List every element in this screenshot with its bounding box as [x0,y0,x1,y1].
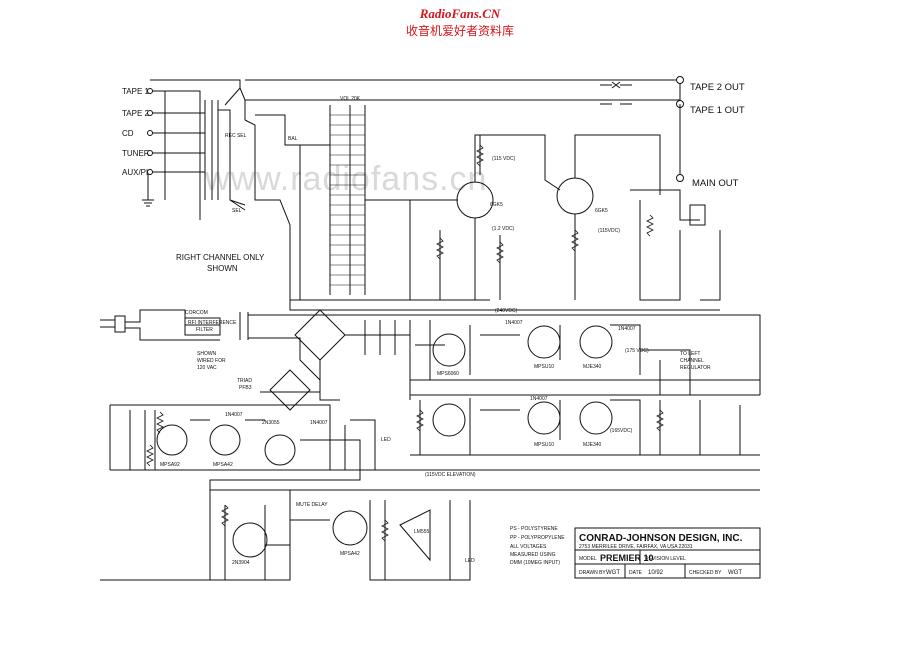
shown-wired-line3: 120 VAC [197,365,217,371]
voltage-b-plus: (175 VDC) [625,348,649,354]
mute-delay-label: MUTE DELAY [296,502,328,508]
tube1-label: 6GK5 [490,202,503,208]
note-voltages: ALL VOLTAGES [510,544,547,550]
resistor-symbol-10 [656,409,664,432]
model-label: MODEL [579,556,597,562]
rec-sel-label: REC SEL [225,133,247,139]
voltage-elevation: (115VDC ELEVATION) [425,472,476,478]
sel-label: SEL [232,208,242,214]
diode-1n4007-c: 1N4007 [225,412,243,418]
diode-1n4007-d: 1N4007 [310,420,328,426]
revision-label: REVISION LEVEL [645,556,686,562]
shown-wired-line2: WIRED FOR [197,358,226,364]
notes: PS - POLYSTYRENE PP - POLYPROPYLENE ALL … [510,526,565,566]
company-name: CONRAD-JOHNSON DESIGN, INC. [579,533,743,544]
note-dmm: DMM (10MEG INPUT) [510,560,560,566]
transistor-2n3055: 2N3055 [262,420,280,426]
transistor-2n3904: 2N3904 [232,560,250,566]
vol-label: VOL 20K [340,96,361,102]
site-header[interactable]: RadioFans.CN [419,6,501,21]
line-filter-line2: RFI INTERFERENCE [188,320,237,326]
input-jack-3 [147,150,153,156]
resistor-symbol-0 [476,144,484,167]
date-label: DATE [629,570,643,576]
output-main-label: MAIN OUT [692,178,739,189]
ic-lm555: LM555 [414,529,430,535]
resistor-symbol-2 [436,237,444,260]
input-label-3: TUNER [122,149,150,158]
note-pp: PP - POLYPROPYLENE [510,535,565,541]
diode-1n4007-b: 1N4007 [618,326,636,332]
diode-1n4007-a: 1N4007 [505,320,523,326]
input-jack-0 [147,88,153,94]
led-label-1: LED [381,437,391,443]
resistor-symbol-9 [416,409,424,432]
transistor-mpsa92: MPSA92 [160,462,180,468]
drawn-label: DRAWN BY [579,570,606,576]
watermark: www.radiofans.cn [204,160,487,198]
to-left-line2: CHANNEL [680,358,704,364]
to-left-line1: TO LEFT [680,351,700,357]
to-left-line3: REGULATOR [680,365,711,371]
input-jack-4 [147,169,153,175]
transistor-mpsa42: MPSA42 [213,462,233,468]
input-label-2: CD [122,129,134,138]
site-subtitle: 收音机爱好者资料库 [405,24,514,38]
bal-label: BAL [288,136,298,142]
diode-1n4007-e: 1N4007 [530,396,548,402]
line-filter-line3: FILTER [196,327,213,333]
input-labels: TAPE 1 TAPE 2 CD TUNER AUX/PH [122,87,153,177]
resistor-symbol-7 [221,504,229,527]
voltage-165: (165VDC) [610,428,633,434]
transistor-mpsu10-a: MPSU10 [534,364,554,370]
checked-label: CHECKED BY [689,570,722,576]
transistor-mpsu10-b: MPSU10 [534,442,554,448]
channel-note-line2: SHOWN [207,264,238,273]
transistor-mje340-b: MJE340 [583,442,602,448]
tube2-label: 6GK5 [595,208,608,214]
transistor-mps6060: MPS6060 [437,371,459,377]
transistor-mpsa42-b: MPSA42 [340,551,360,557]
input-jack-2 [147,130,153,136]
line-filter-line1: CORCOM [185,310,208,316]
transistor-mje340-a: MJE340 [583,364,602,370]
resistor-symbol-8 [381,519,389,542]
shown-wired-line1: SHOWN [197,351,217,357]
company-address: 2753 MERRILEE DRIVE, FAIRFAX, VA USA 220… [579,544,693,550]
voltage-plate2: (115VDC) [598,228,620,234]
output-tape1-label: TAPE 1 OUT [690,105,745,116]
voltage-cathode1: (1.2 VDC) [492,226,515,232]
triad-part: PFB3 [239,385,252,391]
resistor-symbol-1 [496,241,504,264]
channel-note-line1: RIGHT CHANNEL ONLY [176,253,265,262]
input-label-1: TAPE 2 [122,109,150,118]
title-block: CONRAD-JOHNSON DESIGN, INC. 2753 MERRILE… [579,533,743,576]
model-value: PREMIER 10 [600,553,654,563]
date-value: 10/92 [648,570,664,576]
input-jack-1 [147,110,153,116]
triad-label: TRIAD [237,378,252,384]
voltage-plate1: (115 VDC) [492,156,516,162]
drawn-by: WGT [606,570,620,576]
led-label-2: LED [465,558,475,564]
resistor-symbol-3 [571,229,579,252]
note-ps: PS - POLYSTYRENE [510,526,558,532]
note-measured: MEASURED USING [510,552,556,558]
input-label-0: TAPE 1 [122,87,150,96]
voltage-240: (240VDC) [495,308,518,314]
input-label-4: AUX/PH [122,168,152,177]
output-tape2-label: TAPE 2 OUT [690,82,745,93]
resistor-symbol-4 [646,214,654,237]
checked-by: WGT [728,570,742,576]
resistor-symbol-6 [146,444,154,467]
resistor-symbol-5 [156,411,164,434]
